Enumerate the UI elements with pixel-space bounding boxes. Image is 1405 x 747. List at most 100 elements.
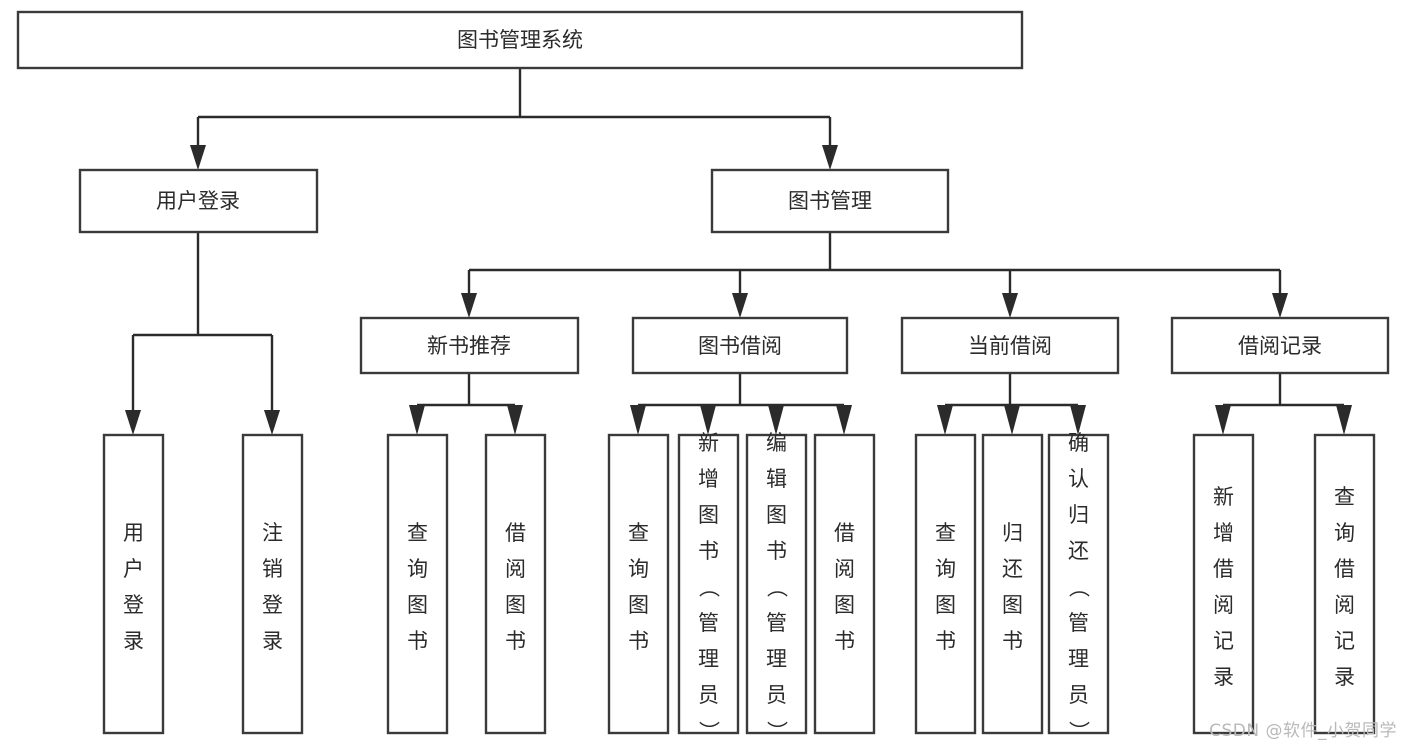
node-leaf-query-book-3-glyph: 图 — [935, 593, 956, 617]
node-leaf-add-book[interactable] — [677, 433, 740, 735]
node-leaf-confirm-return-glyph: ） — [1067, 721, 1091, 742]
node-leaf-query-book-2-glyph: 查 — [628, 521, 649, 545]
node-leaf-add-record-box[interactable] — [1192, 433, 1255, 735]
node-leaf-borrow-book-1-glyph: 借 — [505, 521, 526, 545]
node-user-login-box[interactable] — [78, 168, 319, 234]
node-leaf-return-book-box[interactable] — [981, 433, 1044, 735]
node-leaf-query-book-1-glyph: 查 — [407, 521, 428, 545]
node-leaf-return-book-glyph: 图 — [1002, 593, 1023, 617]
node-current-borrow[interactable]: 当前借阅 — [900, 316, 1120, 375]
node-leaf-confirm-return[interactable] — [1047, 433, 1110, 735]
node-leaf-user-login-glyph: 户 — [123, 557, 144, 581]
node-leaf-return-book-glyph: 归 — [1002, 521, 1023, 545]
node-leaf-query-book-2-box[interactable] — [607, 433, 670, 735]
arrow-head-leaf-logout-login — [264, 410, 280, 435]
node-leaf-query-record-glyph: 录 — [1334, 665, 1355, 689]
node-leaf-edit-book-glyph: 图 — [766, 503, 787, 527]
node-leaf-confirm-return-glyph: 归 — [1068, 503, 1089, 527]
node-leaf-borrow-book-2[interactable] — [813, 433, 876, 735]
leaf-labels-layer: 用户登录注销登录查询图书借阅图书查询图书新增图书（管理员）编辑图书（管理员）借阅… — [123, 431, 1355, 742]
node-leaf-add-record-glyph: 录 — [1213, 665, 1234, 689]
node-leaf-borrow-book-1-glyph: 图 — [505, 593, 526, 617]
node-root-label: 图书管理系统 — [457, 28, 583, 52]
node-leaf-edit-book[interactable] — [745, 433, 808, 735]
node-leaf-confirm-return-glyph: 理 — [1068, 647, 1089, 671]
node-book-borrow[interactable]: 图书借阅 — [631, 316, 849, 375]
node-leaf-borrow-book-2-glyph: 阅 — [834, 557, 855, 581]
node-leaf-user-login-glyph: 用 — [123, 521, 144, 545]
node-leaf-confirm-return-box[interactable] — [1047, 433, 1110, 735]
arrow-head-leaf-borrow-book-1 — [507, 405, 523, 435]
node-leaf-user-login-glyph: 登 — [123, 593, 144, 617]
arrow-head-user-login — [190, 145, 206, 170]
node-leaf-user-login-box[interactable] — [102, 433, 165, 735]
arrow-head-borrow-record — [1272, 293, 1288, 318]
node-borrow-record-label: 借阅记录 — [1238, 334, 1322, 358]
node-leaf-query-record-glyph: 借 — [1334, 557, 1355, 581]
node-leaf-add-record-glyph: 借 — [1213, 557, 1234, 581]
node-leaf-query-record-glyph: 阅 — [1334, 593, 1355, 617]
node-book-borrow-label: 图书借阅 — [698, 334, 782, 358]
node-leaf-add-book-box[interactable] — [677, 433, 740, 735]
node-root[interactable]: 图书管理系统 — [16, 10, 1024, 70]
node-leaf-confirm-return-glyph: （ — [1067, 577, 1091, 598]
node-leaf-edit-book-glyph: 员 — [766, 683, 787, 707]
node-leaf-query-record-glyph: 询 — [1334, 521, 1355, 545]
node-leaf-return-book[interactable] — [981, 433, 1044, 735]
node-leaf-borrow-book-2-box[interactable] — [813, 433, 876, 735]
node-leaf-borrow-book-1-glyph: 书 — [505, 629, 526, 653]
node-leaf-borrow-book-1-box[interactable] — [484, 433, 547, 735]
node-root-box[interactable] — [16, 10, 1024, 70]
arrow-head-new-book-rec — [461, 293, 477, 318]
node-new-book-rec-box[interactable] — [359, 316, 580, 375]
node-leaf-add-book-glyph: 管 — [698, 611, 719, 635]
node-current-borrow-label: 当前借阅 — [968, 334, 1052, 358]
node-user-login[interactable]: 用户登录 — [78, 168, 319, 234]
node-leaf-add-book-glyph: 员 — [698, 683, 719, 707]
node-book-borrow-box[interactable] — [631, 316, 849, 375]
node-leaf-query-book-1-box[interactable] — [386, 433, 449, 735]
node-leaf-query-record[interactable] — [1313, 433, 1376, 735]
arrow-head-leaf-confirm-return — [1070, 405, 1086, 435]
node-leaf-confirm-return-glyph: 还 — [1068, 539, 1089, 563]
arrow-head-leaf-query-book-1 — [409, 405, 425, 435]
node-leaf-edit-book-glyph: ） — [765, 721, 789, 742]
node-leaf-query-book-2[interactable] — [607, 433, 670, 735]
node-borrow-record[interactable]: 借阅记录 — [1170, 316, 1390, 375]
node-leaf-query-book-1[interactable] — [386, 433, 449, 735]
node-new-book-rec[interactable]: 新书推荐 — [359, 316, 580, 375]
arrow-head-book-borrow — [732, 293, 748, 318]
node-leaf-query-record-glyph: 查 — [1334, 485, 1355, 509]
node-leaf-user-login-label: 用户登录 — [123, 521, 144, 653]
node-leaf-logout-login[interactable] — [241, 433, 304, 735]
node-leaf-borrow-book-1-glyph: 阅 — [505, 557, 526, 581]
node-leaf-edit-book-glyph: 编 — [766, 431, 787, 455]
node-leaf-add-record[interactable] — [1192, 433, 1255, 735]
node-leaf-query-book-2-glyph: 图 — [628, 593, 649, 617]
node-leaf-query-book-2-glyph: 询 — [628, 557, 649, 581]
node-leaf-logout-login-glyph: 注 — [262, 521, 283, 545]
node-leaf-borrow-book-1[interactable] — [484, 433, 547, 735]
node-leaf-edit-book-box[interactable] — [745, 433, 808, 735]
node-leaf-query-record-box[interactable] — [1313, 433, 1376, 735]
node-leaf-query-book-3[interactable] — [914, 433, 977, 735]
node-leaf-query-book-3-box[interactable] — [914, 433, 977, 735]
arrow-head-leaf-query-book-3 — [937, 405, 953, 435]
arrow-head-leaf-borrow-book-2 — [836, 405, 852, 435]
node-borrow-record-box[interactable] — [1170, 316, 1390, 375]
node-leaf-add-book-glyph: 图 — [698, 503, 719, 527]
node-leaf-logout-login-box[interactable] — [241, 433, 304, 735]
node-book-manage[interactable]: 图书管理 — [710, 168, 950, 234]
node-leaf-user-login[interactable] — [102, 433, 165, 735]
node-book-manage-box[interactable] — [710, 168, 950, 234]
node-current-borrow-box[interactable] — [900, 316, 1120, 375]
node-leaf-add-book-glyph: 书 — [698, 539, 719, 563]
node-leaf-add-record-glyph: 阅 — [1213, 593, 1234, 617]
